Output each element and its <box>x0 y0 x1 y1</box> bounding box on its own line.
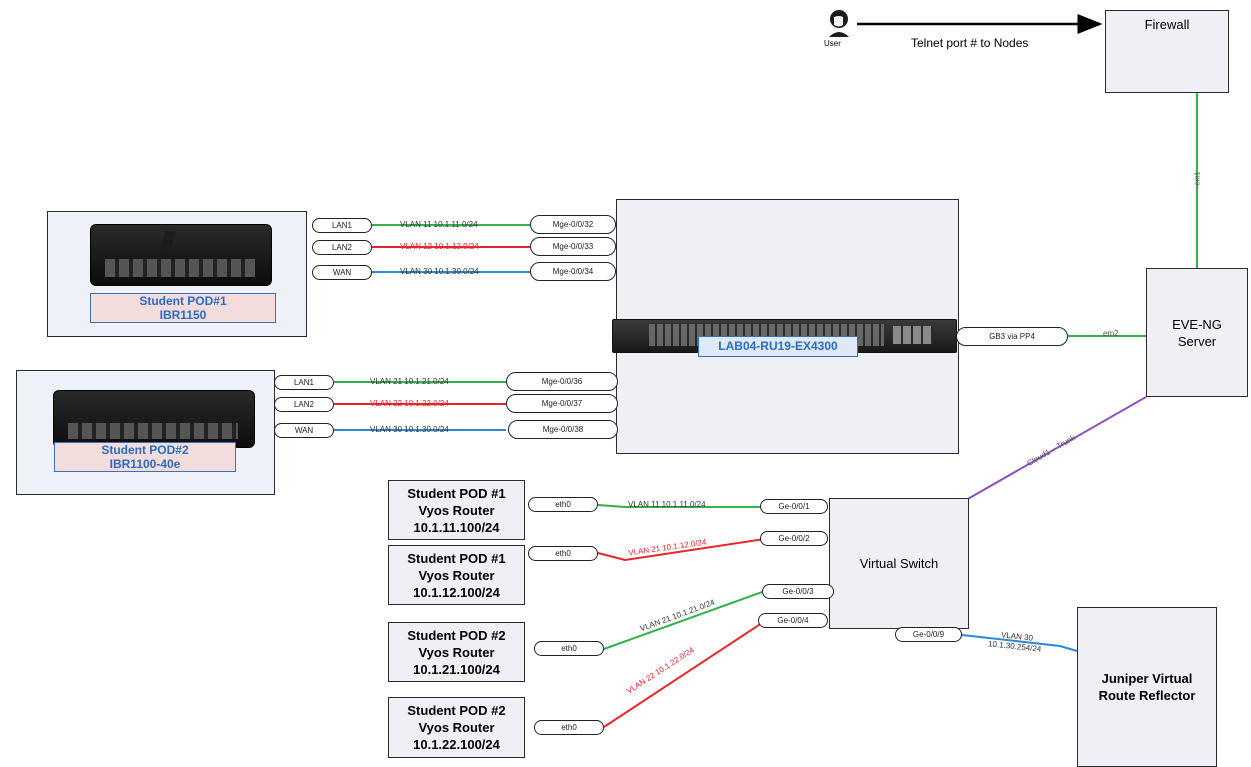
pod2-vlan-lan2: VLAN 22 10.1.22.0/24 <box>370 399 449 408</box>
route-reflector-node[interactable]: Juniper Virtual Route Reflector <box>1077 607 1217 767</box>
pod1-port-wan[interactable]: WAN <box>312 265 372 280</box>
ex-port-mge33[interactable]: Mge-0/0/33 <box>530 237 616 256</box>
ex-port-mge36[interactable]: Mge-0/0/36 <box>506 372 618 391</box>
ex-port-mge38[interactable]: Mge-0/0/38 <box>508 420 618 439</box>
vs-port-ge3[interactable]: Ge-0/0/3 <box>762 584 834 599</box>
vyos-router-4-label: Student POD #2 Vyos Router 10.1.22.100/2… <box>407 702 505 753</box>
vyos-router-3-label: Student POD #2 Vyos Router 10.1.21.100/2… <box>407 627 505 678</box>
vs-port-ge1[interactable]: Ge-0/0/1 <box>760 499 828 514</box>
vs-port-ge9[interactable]: Ge-0/0/9 <box>895 627 962 642</box>
pod2-device-box[interactable]: Student POD#2 IBR1100-40e <box>16 370 275 495</box>
vyos-router-3[interactable]: Student POD #2 Vyos Router 10.1.21.100/2… <box>388 622 525 682</box>
vs-port-ge4[interactable]: Ge-0/0/4 <box>758 613 828 628</box>
vyos-router-1[interactable]: Student POD #1 Vyos Router 10.1.11.100/2… <box>388 480 525 540</box>
ex-em-label: em2 <box>1103 329 1119 338</box>
vyos-router-4[interactable]: Student POD #2 Vyos Router 10.1.22.100/2… <box>388 697 525 758</box>
ex-port-mge34[interactable]: Mge-0/0/34 <box>530 262 616 281</box>
ex4300-label: LAB04-RU19-EX4300 <box>698 336 858 357</box>
vyos4-link <box>604 621 765 727</box>
pod1-label: Student POD#1 IBR1150 <box>90 293 276 323</box>
pod1-vlan-lan1: VLAN 11 10.1.11.0/24 <box>400 220 478 229</box>
vs-port-ge2[interactable]: Ge-0/0/2 <box>760 531 828 546</box>
telnet-label: Telnet port # to Nodes <box>911 36 1028 50</box>
user-icon[interactable] <box>823 9 853 39</box>
ex-uplink-port[interactable]: GB3 via PP4 <box>956 327 1068 346</box>
vyos-router-2-label: Student POD #1 Vyos Router 10.1.12.100/2… <box>407 550 505 601</box>
pod2-port-lan2[interactable]: LAN2 <box>274 397 334 412</box>
pod1-port-lan1[interactable]: LAN1 <box>312 218 372 233</box>
pod1-device-box[interactable]: Student POD#1 IBR1150 <box>47 211 307 337</box>
vyos3-link <box>604 591 765 649</box>
pod1-vlan-lan2: VLAN 12 10.1.12.0/24 <box>400 242 479 251</box>
eve-ng-label: EVE-NG Server <box>1172 316 1222 350</box>
firewall-label: Firewall <box>1145 16 1190 33</box>
ibr1100-router-image <box>53 390 255 448</box>
pod2-label: Student POD#2 IBR1100-40e <box>54 442 236 472</box>
firewall-node[interactable]: Firewall <box>1105 10 1229 93</box>
vyos1-eth0[interactable]: eth0 <box>528 497 598 512</box>
route-reflector-label: Juniper Virtual Route Reflector <box>1099 670 1196 704</box>
pod2-port-wan[interactable]: WAN <box>274 423 334 438</box>
fw-em-label: em1 <box>1194 172 1201 186</box>
vyos-router-2[interactable]: Student POD #1 Vyos Router 10.1.12.100/2… <box>388 545 525 605</box>
vs-vlan-1: VLAN 11 10.1.11.0/24 <box>628 500 706 509</box>
ex-port-mge37[interactable]: Mge-0/0/37 <box>506 394 618 413</box>
user-label: User <box>824 39 841 48</box>
pod2-vlan-lan1: VLAN 21 10.1.21.0/24 <box>370 377 449 386</box>
vyos4-eth0[interactable]: eth0 <box>534 720 604 735</box>
vyos-router-1-label: Student POD #1 Vyos Router 10.1.11.100/2… <box>407 485 505 536</box>
ibr1150-router-image <box>90 224 272 286</box>
pod1-port-lan2[interactable]: LAN2 <box>312 240 372 255</box>
vyos2-eth0[interactable]: eth0 <box>528 546 598 561</box>
pod2-vlan-wan: VLAN 30 10.1.30.0/24 <box>370 425 449 434</box>
eve-ng-node[interactable]: EVE-NG Server <box>1146 268 1248 397</box>
pod2-port-lan1[interactable]: LAN1 <box>274 375 334 390</box>
virtual-switch-label: Virtual Switch <box>860 555 939 572</box>
pod1-vlan-wan: VLAN 30 10.1.30.0/24 <box>400 267 479 276</box>
virtual-switch-node[interactable]: Virtual Switch <box>829 498 969 629</box>
ex-port-mge32[interactable]: Mge-0/0/32 <box>530 215 616 234</box>
vyos3-eth0[interactable]: eth0 <box>534 641 604 656</box>
